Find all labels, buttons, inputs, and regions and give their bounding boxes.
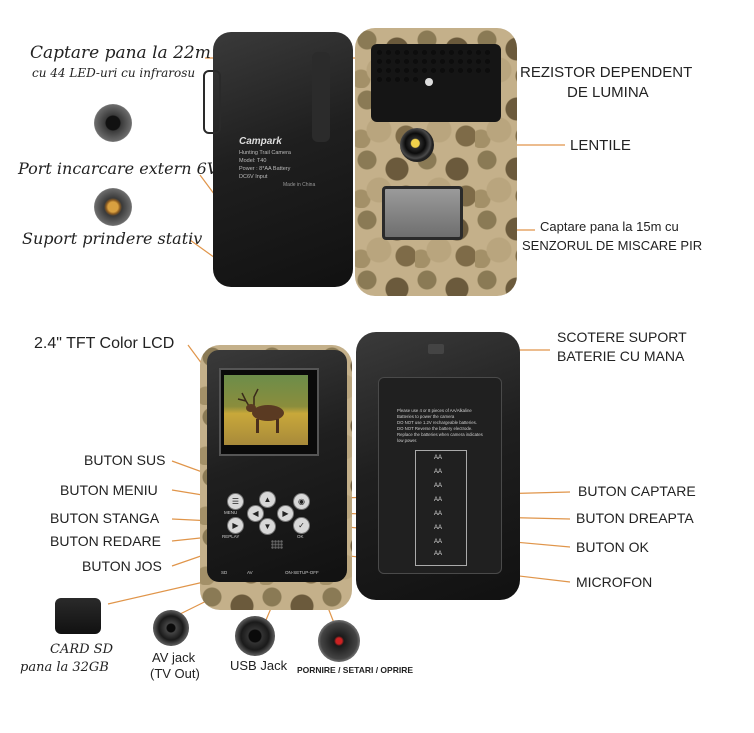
label-sd-line1: CARD SD (50, 642, 114, 657)
battery-door: Please use 4 or 8 pieces of AA/Alkaline … (356, 332, 520, 600)
made-in-label: Made in China (283, 182, 316, 188)
label-btn-down: BUTON JOS (82, 558, 162, 574)
label-sd-line2: pana la 32GB (20, 660, 109, 675)
pir-sensor-window (382, 186, 463, 240)
control-panel: ☰ ▶ ▲ ◀ ▶ ▼ ◉ ✓ MENU REPLAY OK SD AV ON-… (207, 350, 347, 582)
label-lens: LENTILE (570, 137, 631, 154)
camera-lens (400, 128, 434, 162)
replay-caption: REPLAY (222, 534, 240, 539)
tripod-mount-inset (94, 188, 132, 226)
label-battery-line2: BATERIE CU MANA (557, 348, 685, 364)
replay-button[interactable]: ▶ (227, 517, 244, 534)
camera-back-strap-loop (203, 70, 221, 134)
power-switch-caption: ON-SETUP-OFF (285, 570, 319, 575)
label-pir-line2: SENZORUL DE MISCARE PIR (522, 238, 703, 253)
charge-port-inset (94, 104, 132, 142)
aa-label-1: AA (434, 455, 443, 461)
label-btn-ok: BUTON OK (576, 539, 649, 555)
label-av-line2: (TV Out) (150, 666, 200, 681)
aa-label-8: AA (434, 551, 443, 557)
lcd-screen-image (224, 375, 308, 445)
down-button[interactable]: ▼ (259, 518, 276, 535)
battery-diagram: AA AA AA AA AA AA AA AA (415, 450, 467, 566)
label-btn-right: BUTON DREAPTA (576, 510, 694, 526)
ok-caption: OK (297, 534, 304, 539)
instruction-line-6: low power. (397, 438, 418, 443)
instruction-line-4: DO NOT Reverse the battery electrode. (397, 426, 473, 431)
capture-button[interactable]: ◉ (293, 493, 310, 510)
left-button[interactable]: ◀ (247, 505, 264, 522)
light-sensor (425, 78, 433, 86)
label-microphone: MICROFON (576, 574, 653, 590)
aa-label-6: AA (434, 525, 443, 531)
label-charge-port: Port incarcare extern 6V (18, 159, 219, 178)
label-capture-22m-line1: Captare pana la 22m (30, 43, 211, 63)
microphone-grille (271, 540, 283, 549)
label-ldr-line1: REZISTOR DEPENDENT (520, 64, 693, 81)
battery-compartment: Please use 4 or 8 pieces of AA/Alkaline … (378, 377, 502, 574)
label-btn-capture: BUTON CAPTARE (578, 483, 696, 499)
camera-back-latch (312, 52, 330, 142)
instruction-line-3: DO NOT use 1.2V rechargeable batteries. (397, 420, 477, 425)
spec-line-3: Power : 8*AA Battery (239, 166, 291, 172)
label-battery-line1: SCOTERE SUPORT (557, 329, 687, 345)
label-lcd: 2.4" TFT Color LCD (34, 335, 175, 352)
up-button[interactable]: ▲ (259, 491, 276, 508)
aa-label-5: AA (434, 511, 443, 517)
brand-label: Campark (239, 136, 282, 147)
label-btn-left: BUTON STANGA (50, 510, 160, 526)
aa-label-7: AA (434, 539, 443, 545)
label-av-line1: AV jack (152, 650, 196, 665)
right-button[interactable]: ▶ (277, 505, 294, 522)
aa-label-2: AA (434, 469, 443, 475)
spec-line-2: Model: T40 (239, 158, 267, 164)
ok-button[interactable]: ✓ (293, 517, 310, 534)
usb-jack-inset (235, 616, 275, 656)
camera-back-housing: Campark Hunting Trail Camera Model: T40 … (213, 32, 353, 287)
av-port-caption: AV (247, 570, 253, 575)
label-ldr-line2: DE LUMINA (567, 84, 649, 101)
label-power-switch: PORNIRE / SETARI / OPRIRE (297, 665, 414, 675)
sd-card-inset (55, 598, 101, 634)
label-pir-line1: Captare pana la 15m cu (540, 219, 679, 234)
ir-led-panel (371, 44, 501, 122)
instruction-line-2: Batteries to power the camera (397, 414, 455, 419)
menu-button[interactable]: ☰ (227, 493, 244, 510)
label-usb: USB Jack (230, 658, 288, 673)
menu-caption: MENU (224, 510, 238, 515)
instruction-line-1: Please use 4 or 8 pieces of AA/Alkaline (397, 408, 472, 413)
av-jack-inset (153, 610, 189, 646)
label-btn-replay: BUTON REDARE (50, 533, 161, 549)
spec-line-1: Hunting Trail Camera (239, 150, 291, 156)
aa-label-4: AA (434, 497, 443, 503)
instruction-line-5: Replace the batteries when camera indica… (397, 432, 483, 437)
label-tripod-mount: Suport prindere stativ (22, 229, 203, 248)
elk-silhouette (237, 388, 284, 433)
power-switch-inset (318, 620, 360, 662)
sd-slot-caption: SD (221, 570, 228, 575)
spec-line-4: DC6V Input (239, 174, 268, 180)
label-btn-menu: BUTON MENIU (60, 482, 158, 498)
aa-label-3: AA (434, 483, 443, 489)
label-btn-up: BUTON SUS (84, 452, 166, 468)
battery-tab (428, 344, 444, 354)
camera-front-housing (355, 28, 517, 296)
label-capture-22m-line2: cu 44 LED-uri cu infrarosu (32, 66, 196, 80)
